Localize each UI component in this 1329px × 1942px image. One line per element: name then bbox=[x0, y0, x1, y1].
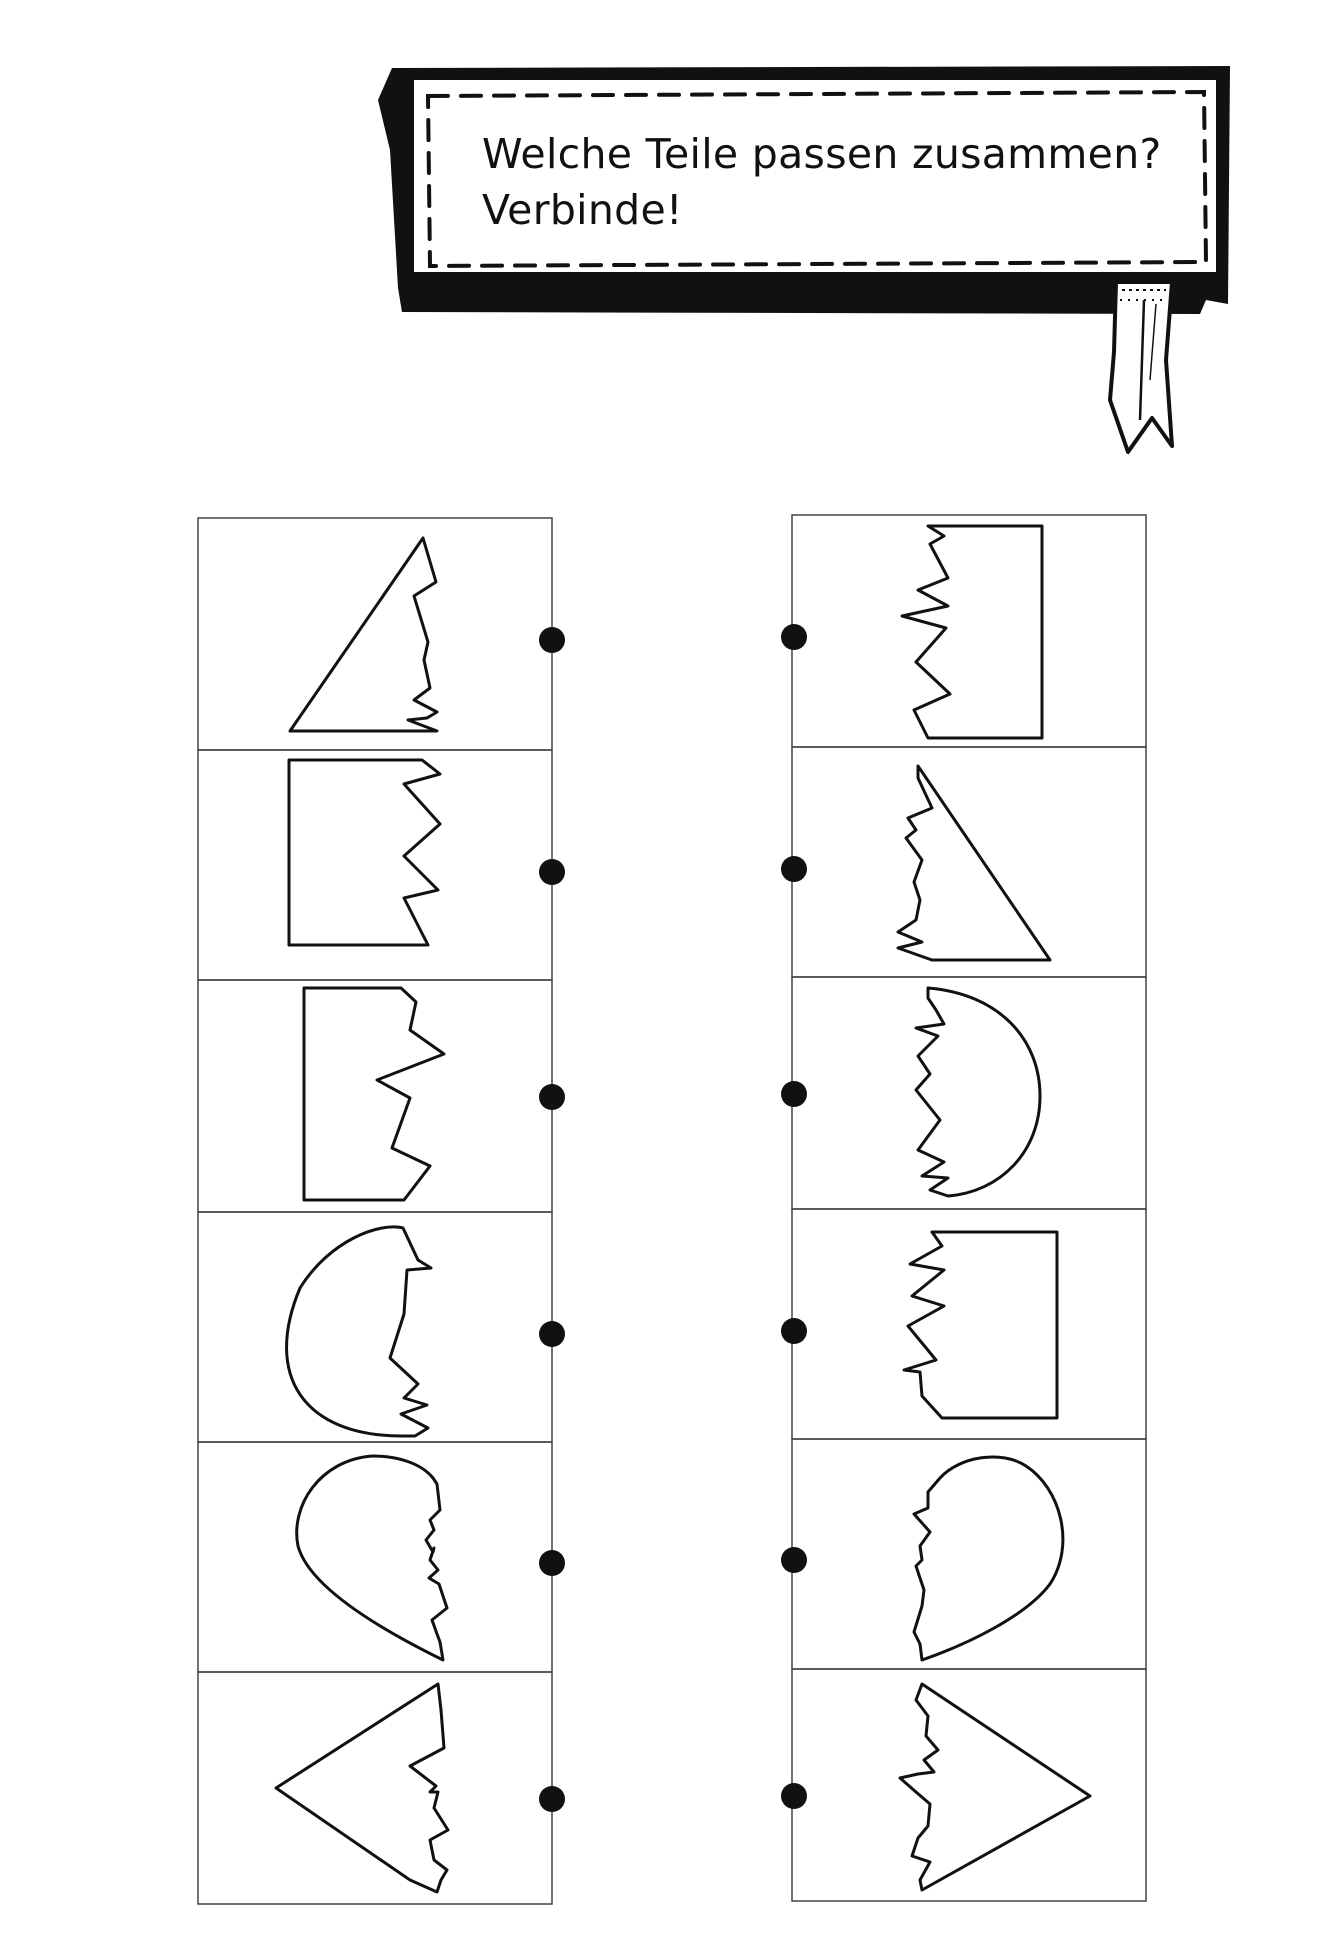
instruction-line-2: Verbinde! bbox=[482, 186, 683, 234]
rectangle-right-half-shape-2 bbox=[902, 1230, 1059, 1420]
instruction-line-1: Welche Teile passen zusammen? bbox=[482, 130, 1162, 178]
triangle-right-half-shape bbox=[896, 764, 1052, 962]
left-dot-4[interactable] bbox=[539, 1321, 565, 1347]
left-card-5 bbox=[197, 1441, 553, 1673]
right-card-4 bbox=[791, 1208, 1147, 1440]
left-shapes bbox=[274, 536, 450, 1894]
right-dot-2[interactable] bbox=[781, 856, 807, 882]
banner-inner bbox=[414, 80, 1216, 272]
right-dot-3[interactable] bbox=[781, 1081, 807, 1107]
arrow-left-half-shape bbox=[274, 1682, 450, 1894]
half-circle-right-half-shape bbox=[914, 986, 1042, 1198]
right-card-2 bbox=[791, 746, 1147, 978]
right-dot-5[interactable] bbox=[781, 1547, 807, 1573]
right-card-3 bbox=[791, 976, 1147, 1210]
right-card-1 bbox=[791, 514, 1147, 748]
left-card-3 bbox=[197, 979, 553, 1213]
left-card-4 bbox=[197, 1211, 553, 1443]
arrow-right-half-shape bbox=[898, 1682, 1092, 1892]
left-dot-6[interactable] bbox=[539, 1786, 565, 1812]
instruction-banner bbox=[378, 66, 1230, 454]
half-circle-left-shape bbox=[285, 1225, 433, 1438]
right-card-5 bbox=[791, 1438, 1147, 1670]
right-shapes bbox=[896, 524, 1092, 1892]
instruction-text: Welche Teile passen zusammen? Verbinde! bbox=[482, 126, 1162, 238]
heart-right-half-shape bbox=[912, 1455, 1065, 1662]
left-dot-3[interactable] bbox=[539, 1084, 565, 1110]
rectangle-right-half-shape bbox=[900, 524, 1044, 740]
bookmark-ribbon bbox=[1108, 280, 1174, 454]
heart-left-half-shape bbox=[295, 1454, 449, 1662]
triangle-left-half-shape bbox=[288, 536, 439, 733]
rectangle-left-half-shape bbox=[287, 758, 442, 947]
right-dot-1[interactable] bbox=[781, 624, 807, 650]
left-card-6 bbox=[197, 1671, 553, 1905]
right-connection-dots bbox=[781, 624, 807, 1809]
left-dot-2[interactable] bbox=[539, 859, 565, 885]
left-dot-1[interactable] bbox=[539, 627, 565, 653]
left-dot-5[interactable] bbox=[539, 1550, 565, 1576]
right-dot-6[interactable] bbox=[781, 1783, 807, 1809]
right-dot-4[interactable] bbox=[781, 1318, 807, 1344]
right-card-6 bbox=[791, 1668, 1147, 1902]
left-connection-dots bbox=[539, 627, 565, 1812]
rectangle-left-half-shape-2 bbox=[302, 986, 446, 1202]
left-card-1 bbox=[197, 517, 553, 751]
left-column bbox=[197, 517, 553, 1905]
right-column bbox=[791, 514, 1147, 1902]
